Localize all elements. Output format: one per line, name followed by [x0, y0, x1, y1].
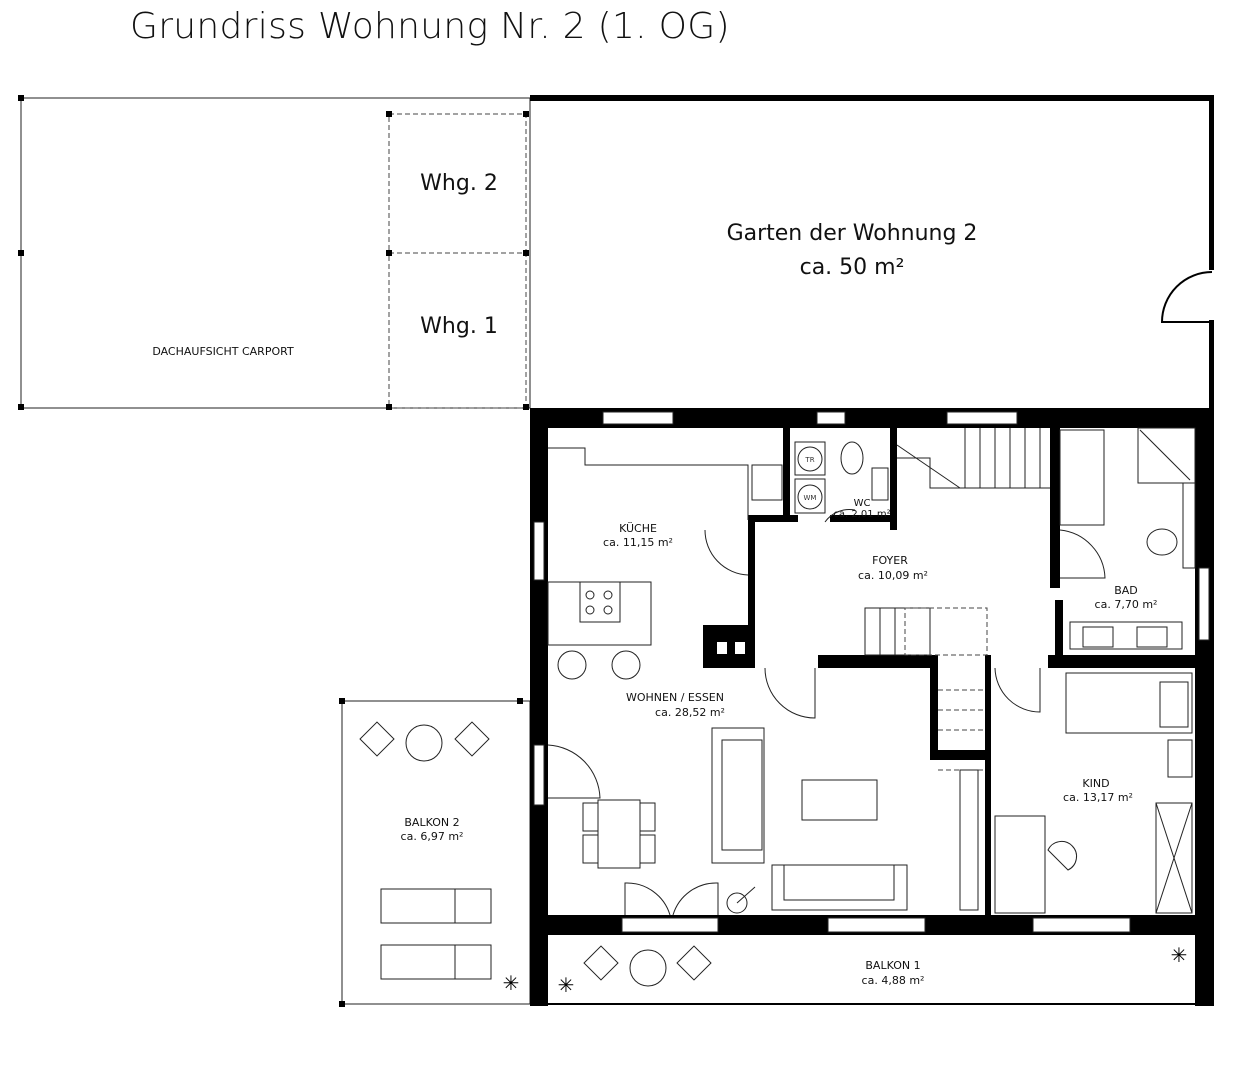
room-area: ca. 10,09 m² [858, 569, 928, 582]
room-name: FOYER [872, 554, 908, 567]
bath-fixtures: BAD ca. 7,70 m² [1059, 427, 1196, 650]
room-name: WC [854, 498, 871, 509]
room-area: ca. 2,01 m² [833, 509, 890, 520]
room-area: ca. 13,17 m² [1063, 791, 1133, 804]
page-title: Grundriss Wohnung Nr. 2 (1. OG) [130, 6, 730, 47]
room-area: ca. 28,52 m² [655, 706, 725, 719]
room-name: KIND [1082, 777, 1109, 790]
garden-gate [1160, 271, 1213, 323]
wc-fixtures: TR WM WC ca. 2,01 m² [794, 441, 891, 520]
parking-whg2: Whg. 2 [420, 171, 498, 196]
plant-icon: ✳ [503, 971, 520, 995]
room-area: ca. 6,97 m² [401, 830, 464, 843]
garden: Garten der Wohnung 2 ca. 50 m² [529, 95, 1214, 410]
room-name: BALKON 2 [404, 816, 459, 829]
doors [547, 509, 1106, 916]
kitchen-fixtures: KÜCHE ca. 11,15 m² [547, 447, 783, 680]
carport-roof: DACHAUFSICHT CARPORT Whg. 2 Whg. 1 [18, 95, 531, 410]
parking-whg1: Whg. 1 [420, 314, 498, 339]
room-name: BALKON 1 [865, 959, 920, 972]
room-name: KÜCHE [619, 522, 657, 535]
washer-label: WM [804, 494, 817, 502]
garden-area: ca. 50 m² [800, 255, 905, 280]
plant-icon: ✳ [1171, 943, 1188, 967]
room-area: ca. 4,88 m² [862, 974, 925, 987]
balcony-2: BALKON 2 ca. 6,97 m² [339, 698, 531, 1007]
windows [533, 411, 1210, 933]
balcony-1: ✳ ✳ ✳ BALKON 1 ca. 4,88 m² [503, 943, 1188, 997]
room-area: ca. 7,70 m² [1095, 598, 1158, 611]
walls [530, 408, 1214, 1006]
plant-icon: ✳ [558, 973, 575, 997]
dryer-label: TR [804, 456, 814, 464]
kid-room-fixtures: KIND ca. 13,17 m² [994, 672, 1193, 914]
room-name: BAD [1114, 584, 1138, 597]
room-area: ca. 11,15 m² [603, 536, 673, 549]
staircase: FOYER ca. 10,09 m² [858, 428, 1050, 771]
carport-label: DACHAUFSICHT CARPORT [152, 345, 294, 358]
living-fixtures: WOHNEN / ESSEN ca. 28,52 m² [582, 691, 979, 914]
room-name: WOHNEN / ESSEN [626, 691, 724, 704]
garden-name: Garten der Wohnung 2 [727, 221, 978, 246]
